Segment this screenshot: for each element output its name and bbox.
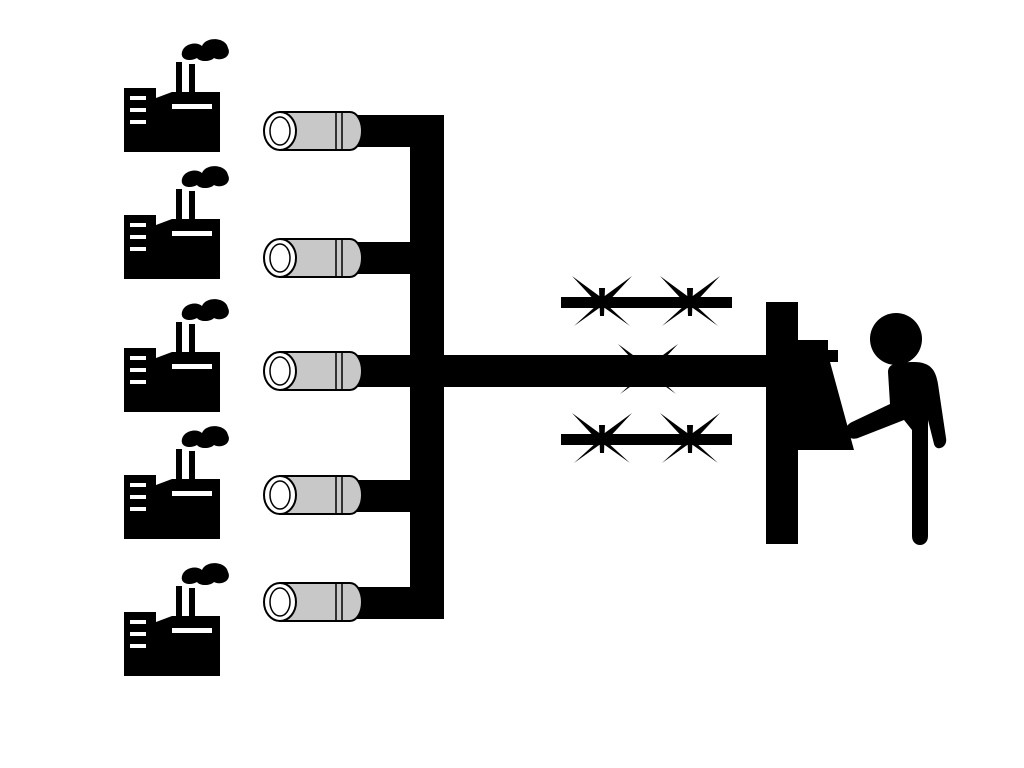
barbed-wire-group: [561, 276, 732, 463]
branch-line: [356, 587, 416, 619]
pipeline-manifold: [356, 115, 772, 619]
branch-line: [356, 480, 416, 512]
barbed-wire-icon: [561, 413, 732, 463]
factory-column: [124, 39, 229, 676]
factory-icon: [124, 426, 229, 539]
pipe-icon: [263, 238, 363, 278]
barbed-wire-icon: [561, 276, 732, 326]
person-icon: [845, 313, 947, 545]
branch-line: [356, 115, 416, 147]
pipe-column: [263, 111, 363, 622]
factory-icon: [124, 563, 229, 676]
valve-post: [766, 302, 798, 544]
main-pipeline: [440, 355, 772, 387]
branch-line: [356, 355, 416, 387]
person-body: [845, 362, 947, 545]
factory-icon: [124, 39, 229, 152]
barbed-wire-icon: [618, 344, 678, 394]
valve-handle: [796, 340, 854, 450]
pipe-icon: [263, 111, 363, 151]
branch-line: [356, 242, 416, 274]
factory-icon: [124, 299, 229, 412]
factory-icon: [124, 166, 229, 279]
valve-station-icon: [766, 302, 854, 544]
person-head: [870, 313, 922, 365]
pipe-icon: [263, 475, 363, 515]
pipe-icon: [263, 351, 363, 391]
pipe-icon: [263, 582, 363, 622]
